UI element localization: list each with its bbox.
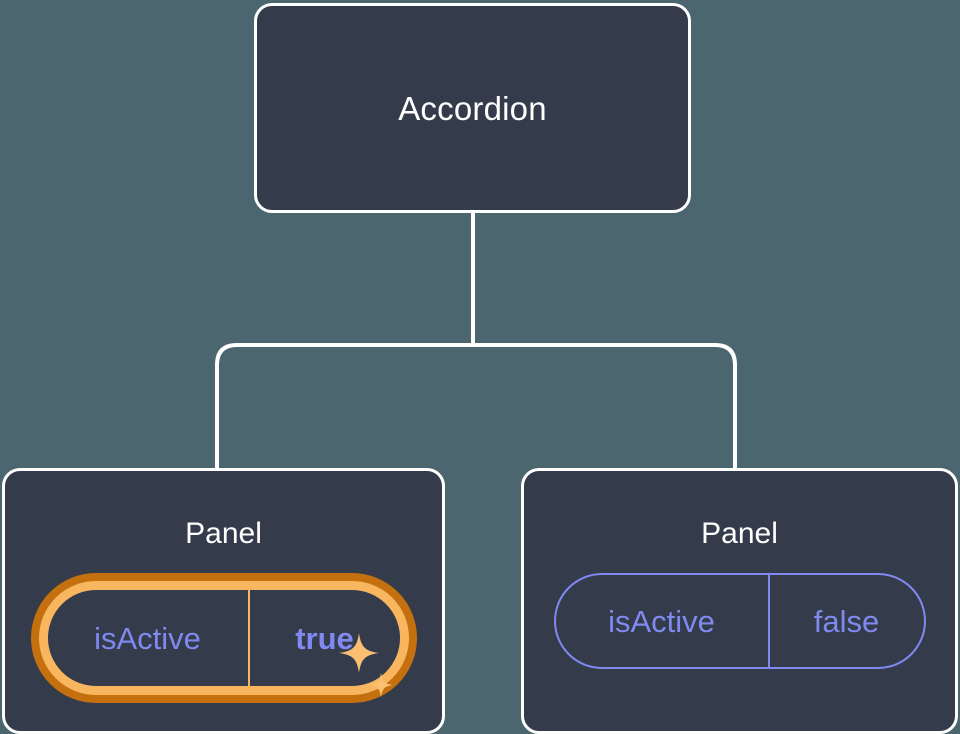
prop-pill-inactive-wrap: isActive false [553,573,926,669]
prop-pill-active-content: isActive true [48,590,400,686]
highlight-ring-outer [30,573,417,703]
edge-bus-right [473,343,737,468]
prop-name-isactive-inactive: isActive [608,603,715,639]
node-panel-inactive[interactable]: Panel isActive false [521,468,958,734]
prop-pill-active[interactable]: isActive true [30,573,417,703]
edge-bus-left [215,343,473,468]
prop-pill-inactive[interactable]: isActive false [553,573,926,669]
prop-name-isactive-active: isActive [94,620,201,656]
node-panel-active-label: Panel [185,517,262,550]
node-panel-active[interactable]: Panel isActive true [2,468,445,734]
prop-value-true: true [247,590,400,686]
prop-value-false: false [767,575,924,667]
node-panel-inactive-label: Panel [701,517,778,550]
prop-pill-active-wrap: isActive true [30,573,417,703]
node-accordion-label: Accordion [398,89,547,127]
node-accordion[interactable]: Accordion [254,3,691,213]
